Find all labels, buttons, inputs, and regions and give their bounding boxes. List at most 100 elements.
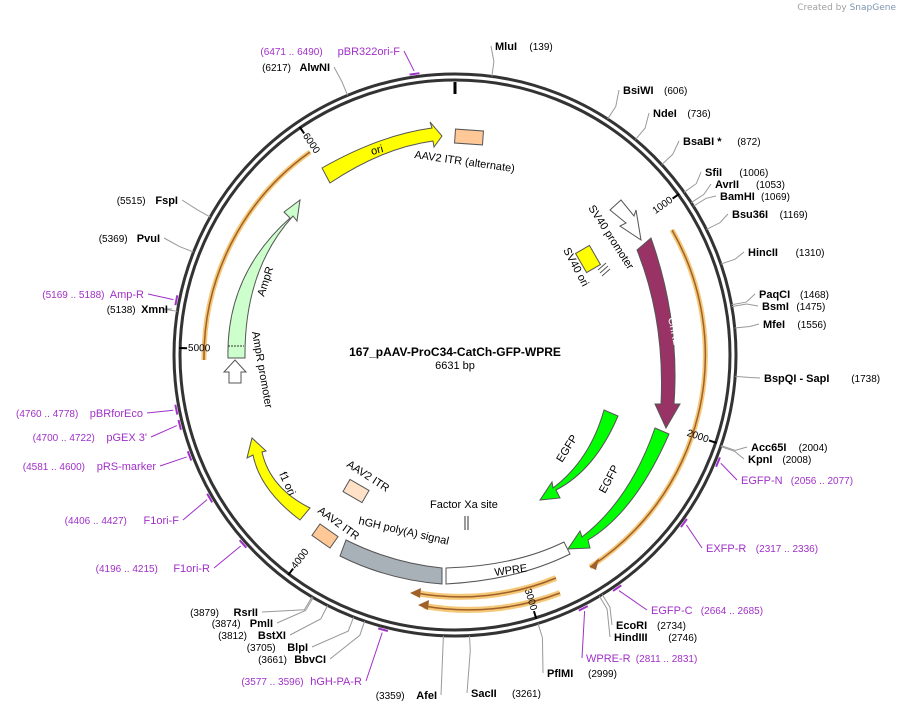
site-leader-fspi [181,199,211,218]
site-leader-hindiii [598,595,611,638]
site-pos-mlui: (139) [529,42,552,53]
primer-leader-f1ori-f [182,499,208,521]
site-hincii[interactable]: HincII(1310) [720,247,825,265]
site-acc65i[interactable]: Acc65I (2004) [720,442,828,454]
site-leader-hincii [720,251,745,265]
site-bsmi[interactable]: BsmI(1475) [731,301,826,313]
feature-ampr-promoter [222,359,248,384]
credit-prefix: Created by [797,3,847,13]
site-bsabi[interactable]: BsaBI *(872) [661,136,761,165]
site-pos-kpni: (2008) [782,455,811,466]
site-name-rsrii: RsrII [234,607,258,619]
primer-range-exfp-r: (2317 .. 2336) [756,544,818,555]
site-hindiii[interactable]: HindIII(2746) [598,595,697,644]
primer-sites: EGFP-N(2056 .. 2077) EXFP-R (2317 .. 2336)… [16,46,853,688]
site-bspqi-sapi[interactable]: BspQI - SapI(1738) [735,373,880,385]
site-pos-hincii: (1310) [796,248,825,259]
site-bbvci[interactable]: BbvCI(3661) [258,620,366,666]
site-leader-alwni [333,66,349,96]
primer-pbrforeco[interactable]: pBRforEco(4760 .. 4778) [16,404,179,420]
site-fspi[interactable]: FspI(5515) [117,195,211,218]
site-leader-bamhi [693,195,717,207]
primer-wpre-r[interactable]: WPRE-R(2811 .. 2831) [578,605,698,665]
plasmid-size: 6631 bp [435,360,475,372]
site-pos-bsu36i: (1169) [780,210,808,221]
site-pmli[interactable]: PmlI(3874) [212,597,314,630]
site-mlui[interactable]: MluI(139) [490,41,553,77]
site-name-sacii: SacII [471,688,497,700]
site-pos-bsiwi: (606) [664,86,687,97]
primer-pgex-3[interactable]: pGEX 3'(4700 .. 4722) [33,419,182,444]
tick-label-5000: 5000 [188,343,211,355]
feature-wpre [445,541,571,585]
site-bsu36i[interactable]: Bsu36I(1169) [706,209,808,230]
feature-sv40-ori [574,244,602,274]
tick-mark-2000 [708,439,717,444]
site-pos-rsrii: (3879) [190,608,219,619]
site-pos-sacii: (3261) [512,689,541,700]
site-pos-bbvci: (3661) [258,655,287,666]
primer-name-hgh-pa-r: hGH-PA-R [310,676,362,688]
site-name-avrii: AvrII [715,179,739,191]
site-name-afei: AfeI [416,690,437,702]
site-pos-afei: (3359) [376,691,405,702]
site-name-pvui: PvuI [137,233,160,245]
site-pos-acc65i: (2004) [799,443,828,454]
primer-mark-pbrforeco [174,404,179,415]
primer-egfp-c[interactable]: EGFP-C(2664 .. 2685) [612,584,763,617]
primer-amp-r[interactable]: Amp-R(5169 .. 5188) [42,289,179,306]
site-leader-bsmi [731,303,759,308]
site-sfii[interactable]: SfiI(1006) [683,167,768,193]
site-leader-rsrii [261,596,313,613]
site-paqci[interactable]: PaqCI(1468) [731,289,829,306]
primer-hgh-pa-r[interactable]: hGH-PA-R(3577 .. 3596) [241,627,389,688]
primer-f1ori-r[interactable]: F1ori-R(4196 .. 4215) [96,539,248,575]
primer-mark-exfp-r [680,518,688,528]
site-ecori[interactable]: EcoRI(2734) [601,594,686,632]
site-bstxi[interactable]: BstXI(3812) [218,605,329,642]
site-mfei[interactable]: MfeI(1556) [734,319,827,331]
site-name-hindiii: HindIII [614,632,648,644]
tick-mark-6000 [298,126,305,135]
site-alwni[interactable]: AlwNI(6217) [262,62,349,96]
site-avrii[interactable]: AvrII(1053) [690,179,785,204]
site-name-ecori: EcoRI [616,620,647,632]
site-leader-bsabi [661,140,680,165]
site-pos-sfii: (1006) [739,168,768,179]
primer-leader-prs-marker [159,456,187,467]
feature-egfp-1 [538,409,619,501]
primer-prs-marker[interactable]: pRS-marker(4581 .. 4600) [23,450,193,473]
snapgene-credit: Created by SnapGene [797,3,896,13]
site-afei[interactable]: AfeI (3359) [376,635,444,702]
site-ndei[interactable]: NdeI(736) [635,108,711,140]
orf-arrow-wpre-2 [418,600,429,610]
primer-name-exfp-r: EXFP-R [706,543,746,555]
site-pvui[interactable]: PvuI(5369) [99,233,194,253]
feature-aav2-itr-2 [311,523,339,549]
site-leader-blpi [311,616,355,648]
site-leader-pvui [163,237,194,253]
site-pflmi[interactable]: PflMI(2999) [537,623,617,680]
orf-arc-chr2-gfp-core [589,229,707,568]
primer-egfp-n[interactable]: EGFP-N(2056 .. 2077) [715,457,853,487]
site-leader-acc65i [720,445,748,451]
backbone-outer-ring [172,72,738,638]
feature-label-egfp-1: EGFP [554,433,580,465]
site-bsiwi[interactable]: BsiWI(606) [607,85,688,120]
site-name-xmni: XmnI [141,304,168,316]
site-bamhi[interactable]: BamHI(1069) [693,191,790,207]
site-kpni[interactable]: KpnI(2008) [720,446,812,466]
site-leader-bsu36i [706,213,729,230]
primer-name-pbrforeco: pBRforEco [90,408,143,420]
site-xmni[interactable]: XmnI(5138) [107,304,178,316]
sv40-ori-stripe-3 [601,268,611,277]
feature-ampr [227,198,301,359]
primer-pbr322ori-f[interactable]: pBR322ori-F(6471 .. 6490) [260,46,420,76]
site-name-acc65i: Acc65I [751,442,786,454]
primer-exfp-r[interactable]: EXFP-R (2317 .. 2336) [680,518,818,555]
primer-f1ori-f[interactable]: F1ori-F(4406 .. 4427) [65,493,214,527]
primer-leader-pbr322ori-f [403,50,415,72]
site-rsrii[interactable]: RsrII (3879) [190,596,313,619]
site-sacii[interactable]: SacII (3261) [466,635,541,700]
site-blpi[interactable]: BlpI(3705) [247,616,355,654]
